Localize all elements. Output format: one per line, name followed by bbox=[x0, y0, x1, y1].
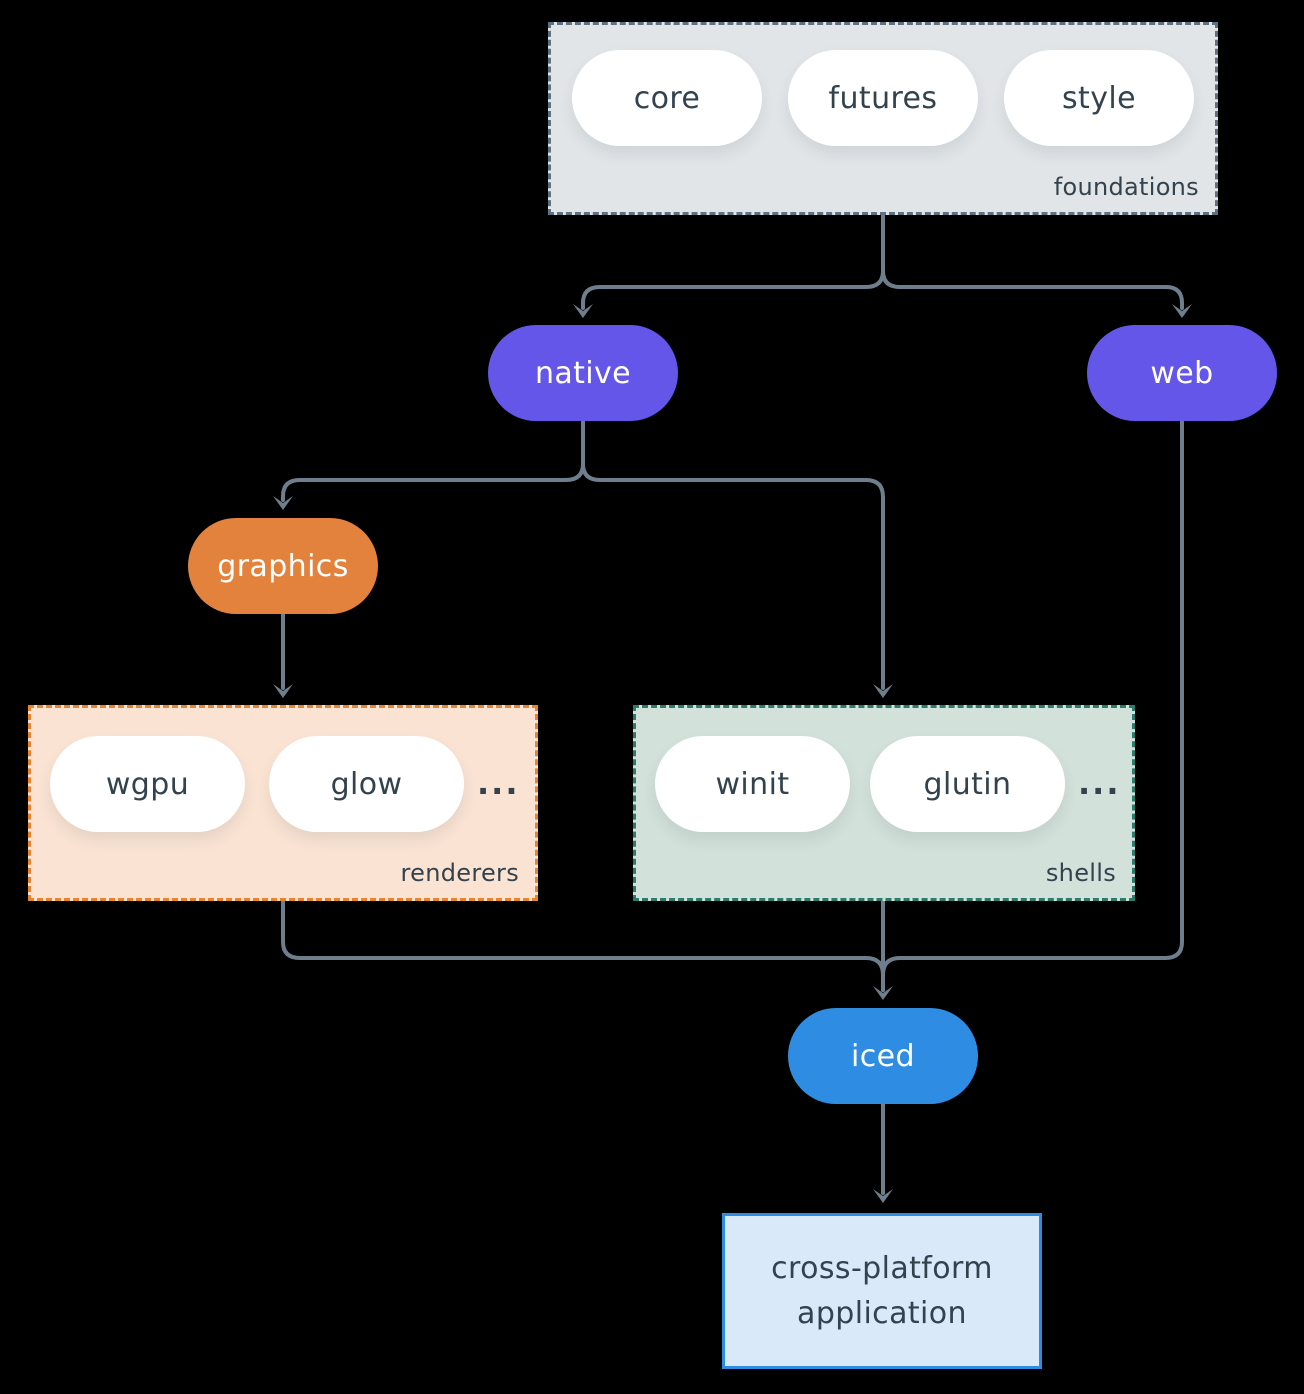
shells-ellipsis: ... bbox=[1078, 764, 1121, 802]
group-foundations-label: foundations bbox=[1053, 173, 1199, 201]
node-web: web bbox=[1087, 325, 1277, 421]
group-renderers: wgpu glow ... renderers bbox=[28, 705, 538, 901]
application-label-line1: cross-platform bbox=[771, 1251, 993, 1286]
node-iced: iced bbox=[788, 1008, 978, 1104]
arrowhead-iced bbox=[873, 986, 893, 1000]
node-futures: futures bbox=[788, 50, 978, 146]
arrowhead-renderers bbox=[273, 684, 293, 698]
application-label-line2: application bbox=[797, 1296, 967, 1331]
node-core: core bbox=[572, 50, 762, 146]
arrowhead-web bbox=[1172, 304, 1192, 318]
arrow-foundations-to-web bbox=[881, 214, 1184, 310]
node-cross-platform-application: cross-platform application bbox=[722, 1213, 1042, 1369]
node-wgpu: wgpu bbox=[50, 736, 245, 832]
arrowhead-shells bbox=[873, 684, 893, 698]
node-winit: winit bbox=[655, 736, 850, 832]
group-shells: winit glutin ... shells bbox=[633, 705, 1135, 901]
node-style: style bbox=[1004, 50, 1194, 146]
node-native: native bbox=[488, 325, 678, 421]
group-shells-label: shells bbox=[1045, 859, 1116, 887]
node-glutin: glutin bbox=[870, 736, 1065, 832]
group-renderers-label: renderers bbox=[400, 859, 519, 887]
arrow-renderers-to-iced bbox=[281, 899, 885, 992]
arrow-native-to-graphics bbox=[281, 419, 585, 502]
node-glow: glow bbox=[269, 736, 464, 832]
group-foundations: core futures style foundations bbox=[548, 22, 1218, 215]
arrowhead-graphics bbox=[273, 496, 293, 510]
node-graphics: graphics bbox=[188, 518, 378, 614]
arrow-foundations-to-native bbox=[581, 214, 885, 310]
renderers-ellipsis: ... bbox=[477, 764, 520, 802]
arrowhead-application bbox=[873, 1189, 893, 1203]
arrowhead-native bbox=[573, 304, 593, 318]
arrow-native-to-shells bbox=[581, 419, 885, 690]
